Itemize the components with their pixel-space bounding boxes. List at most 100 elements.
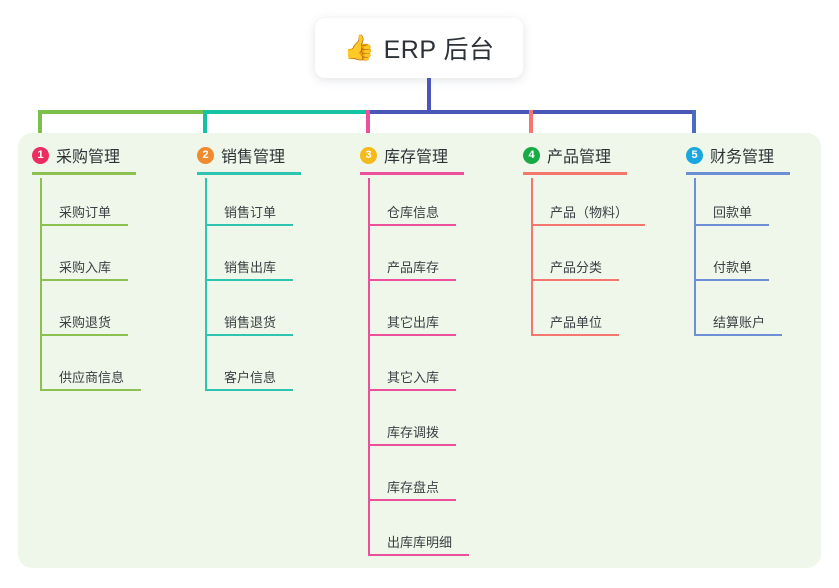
leaf-item[interactable]: 库存盘点 xyxy=(368,453,456,501)
leaf-item-label: 销售订单 xyxy=(224,205,277,220)
leaf-item-label: 其它入库 xyxy=(387,370,440,385)
leaf-item[interactable]: 产品（物料） xyxy=(531,178,645,226)
leaf-item-rule xyxy=(40,224,128,226)
root-node[interactable]: 👍 ERP 后台 xyxy=(315,18,523,78)
leaf-item-label: 采购退货 xyxy=(59,315,112,330)
branch-header-rule-3 xyxy=(360,172,464,175)
root-riser-connector xyxy=(427,78,431,112)
leaf-item-rule xyxy=(40,389,141,391)
branch-badge-1: 1 xyxy=(32,146,49,164)
leaf-item-label: 客户信息 xyxy=(224,370,277,385)
leaf-item-label: 采购入库 xyxy=(59,260,112,275)
leaf-item-rule xyxy=(205,389,293,391)
leaf-item-rule xyxy=(531,279,619,281)
leaf-item-label: 其它出库 xyxy=(387,315,440,330)
branch-badge-3: 3 xyxy=(360,146,377,164)
leaf-item[interactable]: 仓库信息 xyxy=(368,178,456,226)
leaf-item-label: 产品（物料） xyxy=(550,205,629,220)
leaf-item-rule xyxy=(531,224,645,226)
leaf-item[interactable]: 产品分类 xyxy=(531,233,619,281)
branch-spine-5 xyxy=(694,178,696,336)
leaf-item-label: 库存盘点 xyxy=(387,480,440,495)
leaf-item-rule xyxy=(694,224,769,226)
leaf-item[interactable]: 销售出库 xyxy=(205,233,293,281)
leaf-item[interactable]: 其它出库 xyxy=(368,288,456,336)
branch-spine-4 xyxy=(531,178,533,336)
branch-header-5[interactable]: 5 财务管理 xyxy=(686,143,774,167)
branch-header-1[interactable]: 1 采购管理 xyxy=(32,143,120,167)
leaf-item-rule xyxy=(205,334,293,336)
leaf-item-rule xyxy=(368,334,456,336)
branch-drop-4 xyxy=(529,110,533,144)
leaf-item-rule xyxy=(368,224,456,226)
branch-header-rule-1 xyxy=(32,172,136,175)
branches-panel xyxy=(18,133,821,568)
leaf-item[interactable]: 回款单 xyxy=(694,178,769,226)
leaf-item[interactable]: 产品库存 xyxy=(368,233,456,281)
trunk-segment-2 xyxy=(203,110,366,114)
branch-drop-5 xyxy=(692,110,696,144)
leaf-item-label: 仓库信息 xyxy=(387,205,440,220)
leaf-item-rule xyxy=(531,334,619,336)
branch-header-2[interactable]: 2 销售管理 xyxy=(197,143,285,167)
leaf-item-rule xyxy=(694,279,769,281)
branch-spine-2 xyxy=(205,178,207,391)
leaf-item[interactable]: 付款单 xyxy=(694,233,769,281)
leaf-item-label: 产品单位 xyxy=(550,315,603,330)
leaf-item-rule xyxy=(368,389,456,391)
branch-drop-3 xyxy=(366,110,370,144)
branch-header-rule-5 xyxy=(686,172,790,175)
leaf-item[interactable]: 库存调拨 xyxy=(368,398,456,446)
leaf-item-label: 付款单 xyxy=(713,260,753,275)
leaf-item-label: 采购订单 xyxy=(59,205,112,220)
leaf-item[interactable]: 采购退货 xyxy=(40,288,128,336)
leaf-item-rule xyxy=(694,334,782,336)
branch-drop-1 xyxy=(38,110,42,144)
branch-title-3: 库存管理 xyxy=(384,149,449,166)
leaf-item-label: 回款单 xyxy=(713,205,753,220)
leaf-item-label: 库存调拨 xyxy=(387,425,440,440)
leaf-item-rule xyxy=(40,334,128,336)
leaf-item-label: 产品分类 xyxy=(550,260,603,275)
leaf-item[interactable]: 销售订单 xyxy=(205,178,293,226)
leaf-item-label: 供应商信息 xyxy=(59,370,125,385)
branch-title-2: 销售管理 xyxy=(221,149,286,166)
branch-badge-5: 5 xyxy=(686,146,703,164)
leaf-item-label: 销售退货 xyxy=(224,315,277,330)
leaf-item[interactable]: 采购订单 xyxy=(40,178,128,226)
branch-spine-3 xyxy=(368,178,370,556)
leaf-item-rule xyxy=(205,224,293,226)
trunk-segment-1 xyxy=(38,110,203,114)
branch-title-5: 财务管理 xyxy=(710,149,775,166)
branch-spine-1 xyxy=(40,178,42,391)
branch-badge-2: 2 xyxy=(197,146,214,164)
leaf-item-label: 出库库明细 xyxy=(387,535,453,550)
leaf-item[interactable]: 供应商信息 xyxy=(40,343,141,391)
root-title: ERP 后台 xyxy=(383,36,495,64)
leaf-item[interactable]: 采购入库 xyxy=(40,233,128,281)
leaf-item[interactable]: 销售退货 xyxy=(205,288,293,336)
leaf-item-label: 销售出库 xyxy=(224,260,277,275)
leaf-item[interactable]: 出库库明细 xyxy=(368,508,469,556)
branch-drop-2 xyxy=(203,110,207,144)
leaf-item[interactable]: 其它入库 xyxy=(368,343,456,391)
leaf-item-rule xyxy=(368,499,456,501)
branch-header-rule-2 xyxy=(197,172,301,175)
branch-header-4[interactable]: 4 产品管理 xyxy=(523,143,611,167)
branch-header-rule-4 xyxy=(523,172,627,175)
leaf-item-rule xyxy=(368,279,456,281)
branch-header-3[interactable]: 3 库存管理 xyxy=(360,143,448,167)
leaf-item[interactable]: 产品单位 xyxy=(531,288,619,336)
leaf-item-rule xyxy=(368,554,469,556)
leaf-item-label: 产品库存 xyxy=(387,260,440,275)
branch-title-4: 产品管理 xyxy=(547,149,612,166)
leaf-item-rule xyxy=(368,444,456,446)
leaf-item[interactable]: 客户信息 xyxy=(205,343,293,391)
thumbs-up-icon: 👍 xyxy=(343,33,375,62)
leaf-item-rule xyxy=(40,279,128,281)
leaf-item-rule xyxy=(205,279,293,281)
branch-badge-4: 4 xyxy=(523,146,540,164)
branch-title-1: 采购管理 xyxy=(56,149,121,166)
leaf-item[interactable]: 结算账户 xyxy=(694,288,782,336)
